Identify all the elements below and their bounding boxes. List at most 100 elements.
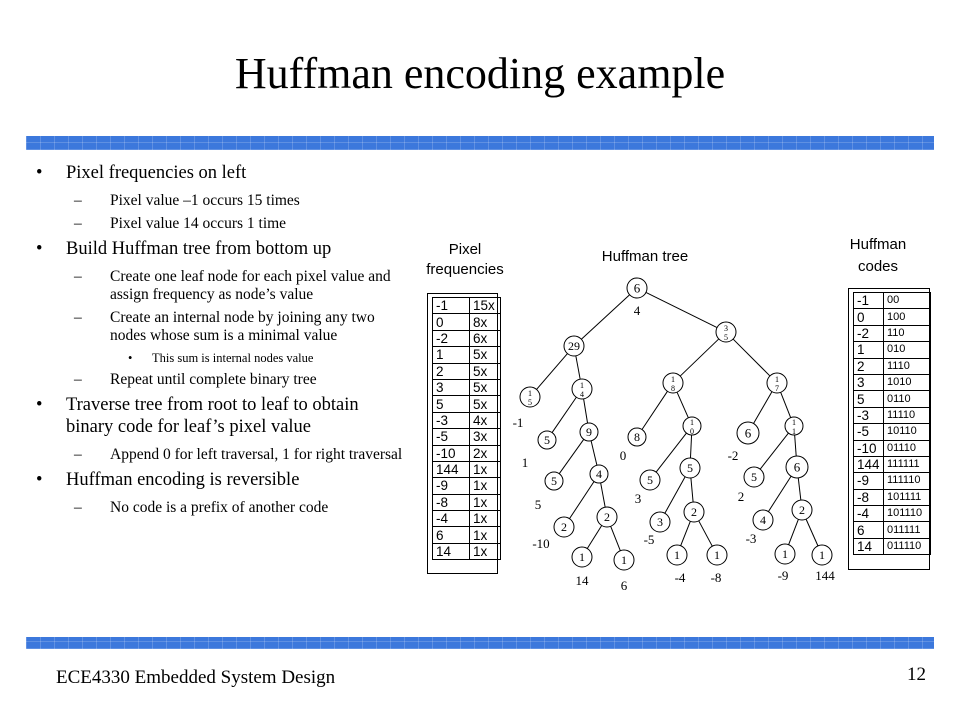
tree-node-n5b: 5 xyxy=(544,471,564,491)
tree-edge xyxy=(732,338,771,377)
tree-node-n35: 35 xyxy=(715,321,737,343)
bullet-marker: • xyxy=(36,163,43,183)
pixel-frequencies-label: Pixel frequencies xyxy=(420,240,510,280)
frequency-cell: 8x xyxy=(469,313,501,331)
tree-node-n18: 18 xyxy=(662,372,684,394)
tree-node-n1f: 1 xyxy=(811,544,833,566)
tree-edge xyxy=(767,475,792,512)
tree-edge xyxy=(805,518,819,547)
frequency-cell: 5x xyxy=(469,346,501,364)
frequency-cell: 5x xyxy=(469,395,501,413)
leaf-pixel-label: -2 xyxy=(728,448,739,463)
bullet-text: Pixel frequencies on left xyxy=(66,163,247,183)
dash-marker: – xyxy=(74,499,82,516)
leaf-pixel-label: -8 xyxy=(711,570,722,585)
tree-edge xyxy=(581,294,630,340)
dash-marker: – xyxy=(74,215,82,232)
tree-edge xyxy=(690,477,694,503)
tree-node-value: 1 xyxy=(674,548,680,562)
page-number: 12 xyxy=(907,664,926,685)
tree-node-value: 1 xyxy=(528,389,532,398)
tree-node-circle xyxy=(596,506,618,528)
tree-edge xyxy=(689,434,693,459)
leaf-pixel-label: -3 xyxy=(746,531,757,546)
tree-node-value: 1 xyxy=(690,418,694,427)
tree-node-n1a: 1 xyxy=(571,546,593,568)
tree-node-value: 5 xyxy=(647,473,653,487)
tree-node-n15: 15 xyxy=(519,386,541,408)
pixel-value-cell: -4 xyxy=(432,510,470,528)
tree-edge xyxy=(536,353,568,390)
tree-node-circle xyxy=(571,378,593,400)
tree-node-n5e: 5 xyxy=(743,466,765,488)
tree-node-circle xyxy=(613,549,635,571)
tree-node-value: 5 xyxy=(751,470,757,484)
leaf-pixel-label: -5 xyxy=(644,532,655,547)
pixel-value-cell: -10 xyxy=(853,439,884,457)
bullet-list: •Pixel frequencies on left–Pixel value –… xyxy=(36,162,406,522)
tree-node-value: 6 xyxy=(634,281,641,296)
tree-node-n1b: 1 xyxy=(613,549,635,571)
tree-node-n4a: 4 xyxy=(589,464,609,484)
tree-node-value: 2 xyxy=(604,510,610,524)
tree-edge xyxy=(676,391,689,418)
tree-node-n2b: 2 xyxy=(596,506,618,528)
bullet-text: Create an internal node by joining any t… xyxy=(110,309,375,344)
tree-node-circle xyxy=(752,509,774,531)
tree-node-circle xyxy=(715,321,737,343)
pixel-value-cell: -1 xyxy=(853,291,884,310)
tree-node-value: 1 xyxy=(714,548,720,562)
tree-node-circle xyxy=(571,546,593,568)
tree-node-n5d: 5 xyxy=(679,457,701,479)
tree-edge xyxy=(698,520,713,547)
tree-node-circle xyxy=(553,516,575,538)
tree-node-circle xyxy=(579,422,599,442)
tree-node-n5c: 5 xyxy=(639,469,661,491)
huffman-codes-label: Huffman codes xyxy=(840,234,916,278)
code-cell: 00 xyxy=(883,291,931,310)
tree-node-value: 4 xyxy=(760,513,766,527)
tree-node-value: 1 xyxy=(621,553,627,567)
tree-node-value: 29 xyxy=(568,339,580,353)
code-cell: 010 xyxy=(883,341,931,359)
tree-edge xyxy=(788,519,799,545)
slide-title: Huffman encoding example xyxy=(234,49,726,98)
code-cell: 011110 xyxy=(883,537,931,556)
bullet-level1: •Build Huffman tree from bottom up xyxy=(36,238,406,260)
tree-node-n1c: 1 xyxy=(666,544,688,566)
tree-node-circle xyxy=(791,499,813,521)
tree-node-value: 1 xyxy=(792,418,796,427)
tree-node-circle xyxy=(785,455,809,479)
tree-node-circle xyxy=(683,501,705,523)
tree-edge xyxy=(679,338,720,377)
tree-node-value: 4 xyxy=(596,467,602,481)
tree-node-circle xyxy=(626,277,648,299)
frequency-cell: 1x xyxy=(469,542,501,561)
tree-node-n2d: 2 xyxy=(791,499,813,521)
tree-node-value: 2 xyxy=(691,505,697,519)
tree-node-value-digit2: 4 xyxy=(634,303,641,318)
tree-node-circle xyxy=(784,416,804,436)
tree-node-n8: 8 xyxy=(627,427,647,447)
bullet-level3: •This sum is internal nodes value xyxy=(36,350,406,366)
leaf-pixel-label: -9 xyxy=(778,568,789,583)
tree-node-value-digit2: 8 xyxy=(671,384,675,393)
footer-course: ECE4330 Embedded System Design xyxy=(56,667,336,688)
tree-node-value: 1 xyxy=(671,375,675,384)
tree-node-n4b: 4 xyxy=(752,509,774,531)
